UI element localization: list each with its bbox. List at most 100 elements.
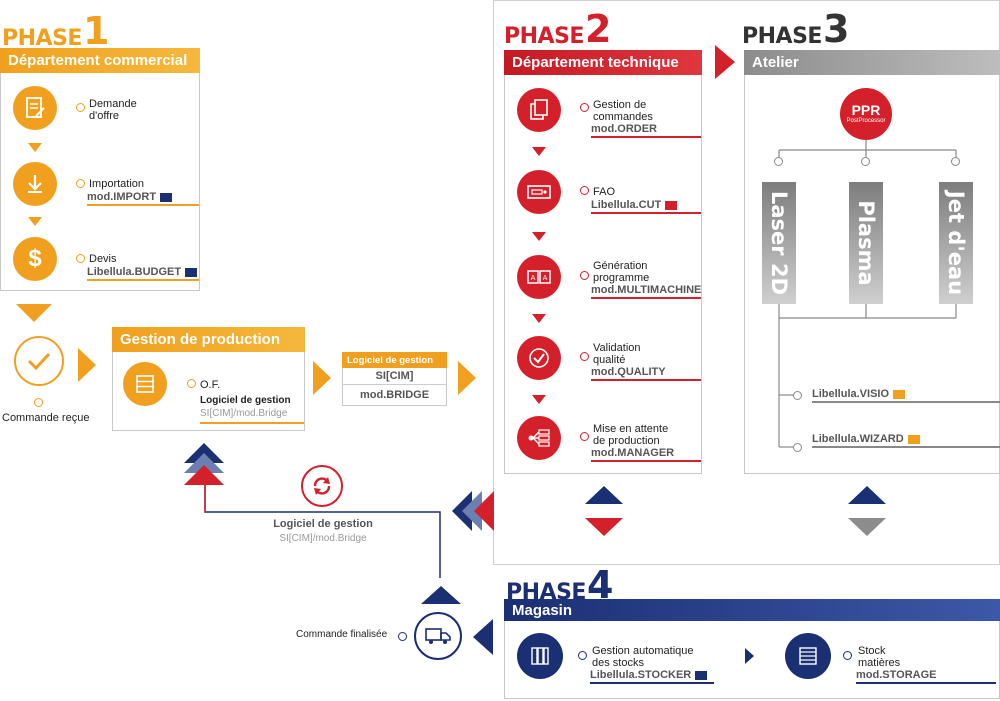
svg-text:A: A — [543, 274, 548, 282]
up-arrows-stacked — [184, 443, 224, 485]
machine-dot — [774, 157, 783, 166]
libellula-logo-icon — [893, 389, 906, 399]
down-arrow-grey — [848, 518, 886, 536]
of-label: O.F. — [200, 379, 221, 391]
machine-dot — [951, 157, 960, 166]
phase1-header: Département commercial — [0, 48, 200, 73]
cabinet-icon — [123, 362, 167, 406]
down-arrow — [532, 395, 546, 404]
machine-plasma: Plasma — [849, 182, 883, 304]
down-arrow — [532, 147, 546, 156]
up-arrow-navy — [848, 486, 886, 504]
phase3-word: PHASE — [742, 24, 822, 49]
down-arrow-large — [16, 304, 52, 322]
ppr-label: PPR — [851, 102, 881, 118]
software-header: Logiciel de gestion — [342, 352, 447, 368]
ppr-badge: PPR PostProcessor — [840, 88, 892, 140]
check-icon — [14, 336, 64, 386]
machine-waterjet: Jet d'eau — [939, 182, 973, 304]
software-row2: mod.BRIDGE — [359, 389, 430, 401]
phase2-header: Département technique — [504, 50, 702, 75]
svg-text:A: A — [531, 274, 536, 282]
libellula-logo-icon — [185, 267, 198, 277]
down-arrow — [532, 314, 546, 323]
down-arrow — [28, 217, 42, 226]
step-connector-dot — [793, 443, 802, 452]
libellula-logo-icon — [695, 670, 708, 680]
phase1-step1-line2: d'offre — [89, 110, 120, 122]
phase2-step4-mod: mod.QUALITY — [591, 366, 701, 381]
phase2-step1-mod: mod.ORDER — [591, 123, 701, 138]
orders-icon — [517, 88, 561, 132]
step-connector-dot — [843, 651, 852, 660]
up-arrow-navy — [421, 586, 461, 604]
libellula-visio: Libellula.VISIO — [812, 388, 1000, 403]
machine-dot — [861, 157, 870, 166]
queue-icon — [517, 416, 561, 460]
stocker-icon — [517, 633, 563, 679]
storage-icon — [785, 633, 831, 679]
step-connector-dot — [580, 186, 589, 195]
phase2-step5-mod: mod.MANAGER — [591, 447, 701, 462]
phase4-title: PHASE 4 — [506, 566, 613, 604]
sync-sublabel: SI[CIM]/mod.Bridge — [279, 533, 367, 544]
phase4-step2-mod: mod.STORAGE — [856, 669, 996, 684]
step-connector-dot — [578, 651, 587, 660]
step-connector-dot — [398, 632, 407, 641]
dollar-icon: $ — [13, 237, 57, 281]
libellula-cut-label: Libellula.CUT — [591, 199, 662, 211]
cam-icon — [517, 170, 561, 214]
libellula-visio-label: Libellula.VISIO — [812, 388, 890, 400]
libellula-logo-icon — [907, 434, 920, 444]
phase4-step1-line1: Gestion automatique — [592, 645, 694, 657]
phase1-step2-mod: mod.IMPORT — [87, 191, 199, 206]
phase2-step5-line2: de production — [593, 435, 660, 447]
left-arrows-stacked — [452, 491, 494, 531]
down-arrow-red — [585, 518, 623, 536]
right-arrow — [458, 361, 476, 395]
step-connector-dot — [76, 103, 85, 112]
phase2-step3-line1: Génération — [593, 260, 648, 272]
libellula-logo-icon — [665, 200, 678, 210]
right-arrow-red — [715, 45, 735, 79]
right-arrow-navy — [745, 648, 754, 664]
phase2-step3-line2: programme — [593, 272, 650, 284]
down-arrow — [28, 143, 42, 152]
phase1-step2-line1: Importation — [89, 178, 145, 190]
phase2-step4-line1: Validation — [593, 342, 641, 354]
phase1-word: PHASE — [2, 26, 82, 51]
step-connector-dot — [580, 103, 589, 112]
sync-icon — [301, 465, 343, 507]
phase2-step5-line1: Mise en attente — [593, 423, 669, 435]
right-arrow — [78, 348, 96, 382]
phase4-number: 4 — [586, 563, 614, 607]
phase4-step2-line2: matières — [858, 657, 901, 669]
phase2-step2-line1: FAO — [593, 186, 616, 198]
machine-laser-2d: Laser 2D — [762, 182, 796, 304]
mod-import-label: mod.IMPORT — [87, 191, 157, 203]
phase2-word: PHASE — [504, 24, 584, 49]
phase2-step3-mod: mod.MULTIMACHINE — [591, 284, 701, 299]
step-connector-dot — [793, 391, 802, 400]
phase1-step3-mod: Libellula.BUDGET — [87, 266, 199, 281]
step-connector-dot — [76, 179, 85, 188]
quality-check-icon — [517, 336, 561, 380]
phase4-word: PHASE — [506, 580, 586, 605]
phase2-step2-mod: Libellula.CUT — [591, 199, 701, 214]
phase4-step1-mod: Libellula.STOCKER — [590, 669, 714, 684]
phase4-step2-line1: Stock — [858, 645, 886, 657]
phase3-title: PHASE 3 — [742, 10, 849, 48]
step-connector-dot — [580, 432, 589, 441]
libellula-logo-icon — [160, 192, 173, 202]
phase2-title: PHASE 2 — [504, 10, 611, 48]
libellula-budget-label: Libellula.BUDGET — [87, 266, 182, 278]
phase2-step4-line2: qualité — [593, 354, 626, 366]
phase1-number: 1 — [82, 9, 110, 53]
phase2-step1-line2: commandes — [593, 111, 653, 123]
order-received-label: Commande reçue — [2, 412, 90, 424]
step-connector-dot — [76, 254, 85, 263]
down-arrow — [532, 232, 546, 241]
order-completed-label: Commande finalisée — [296, 629, 388, 640]
step-connector-dot — [187, 379, 196, 388]
